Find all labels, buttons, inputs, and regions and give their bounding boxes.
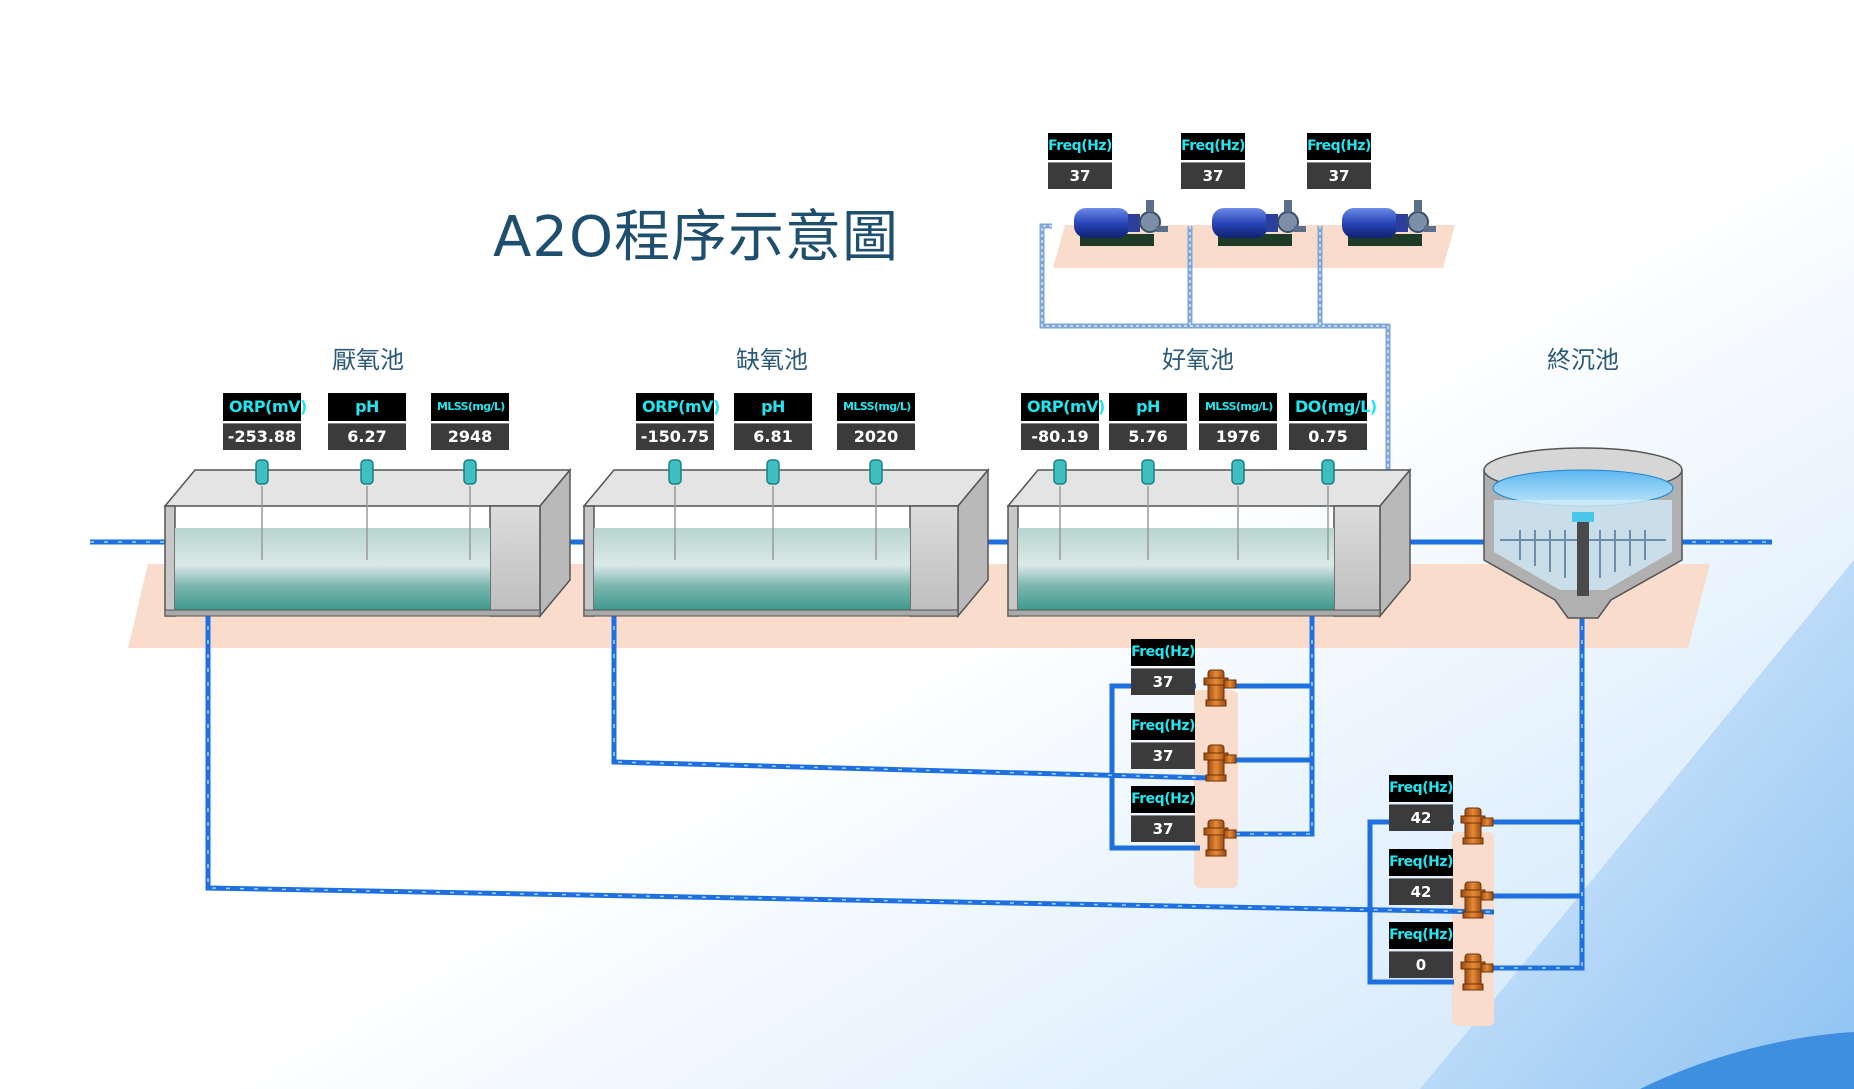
anoxic-tank	[582, 467, 990, 619]
tank-label-anaerobic: 厭氧池	[332, 346, 404, 374]
sludge-pump-platform	[1452, 832, 1494, 1026]
gauge-label: ORP(mV)	[636, 393, 720, 421]
freq-value: 37	[1048, 162, 1112, 189]
tank-label-final-clarifier: 終沉池	[1547, 346, 1619, 374]
anaerobic-mlss-gauge[interactable]: MLSS(mg/L) 2948	[431, 393, 509, 450]
freq-value: 37	[1131, 815, 1195, 842]
gauge-value: 0.75	[1289, 423, 1367, 450]
freq-label: Freq(Hz)	[1307, 133, 1371, 160]
freq-value: 0	[1389, 951, 1453, 978]
internal-recycle-pumps	[1203, 669, 1237, 857]
freq-value: 37	[1131, 742, 1195, 769]
internal-pump-3-freq[interactable]: Freq(Hz) 37	[1131, 786, 1195, 842]
gauge-label: pH	[328, 393, 406, 421]
tank-label-anoxic: 缺氧池	[736, 346, 808, 374]
freq-label: Freq(Hz)	[1389, 922, 1453, 949]
gauge-label: MLSS(mg/L)	[431, 393, 509, 421]
anoxic-ph-gauge[interactable]: pH 6.81	[734, 393, 812, 450]
sludge-pump-3-freq[interactable]: Freq(Hz) 0	[1389, 922, 1453, 978]
page-title: A2O程序示意圖	[493, 205, 900, 270]
gauge-value: 5.76	[1109, 423, 1187, 450]
internal-pump-1-freq[interactable]: Freq(Hz) 37	[1131, 639, 1195, 695]
gauge-label: ORP(mV)	[1021, 393, 1105, 421]
gauge-value: 2020	[837, 423, 915, 450]
aerobic-mlss-gauge[interactable]: MLSS(mg/L) 1976	[1199, 393, 1277, 450]
gauge-value: 6.81	[734, 423, 812, 450]
freq-label: Freq(Hz)	[1131, 639, 1195, 666]
gauge-label: pH	[734, 393, 812, 421]
probes	[261, 486, 1329, 560]
gauge-value: -150.75	[636, 423, 714, 450]
anaerobic-ph-gauge[interactable]: pH 6.27	[328, 393, 406, 450]
blower-motors	[1074, 200, 1436, 246]
aerobic-tank	[1006, 467, 1412, 619]
anaerobic-orp-gauge[interactable]: ORP(mV) -253.88	[223, 393, 307, 450]
blower-3-freq[interactable]: Freq(Hz) 37	[1307, 133, 1371, 189]
freq-value: 42	[1389, 804, 1453, 831]
freq-value: 37	[1181, 162, 1245, 189]
freq-label: Freq(Hz)	[1131, 786, 1195, 813]
gauge-value: 2948	[431, 423, 509, 450]
aerobic-ph-gauge[interactable]: pH 5.76	[1109, 393, 1187, 450]
freq-value: 37	[1131, 668, 1195, 695]
freq-label: Freq(Hz)	[1181, 133, 1245, 160]
gauge-value: 1976	[1199, 423, 1277, 450]
gauge-label: MLSS(mg/L)	[837, 393, 915, 421]
freq-label: Freq(Hz)	[1131, 713, 1195, 740]
aerobic-orp-gauge[interactable]: ORP(mV) -80.19	[1021, 393, 1105, 450]
sludge-pump-1-freq[interactable]: Freq(Hz) 42	[1389, 775, 1453, 831]
aerobic-do-gauge[interactable]: DO(mg/L) 0.75	[1289, 393, 1377, 450]
gauge-value: -80.19	[1021, 423, 1099, 450]
clarifier	[1483, 447, 1683, 619]
tank-label-aerobic: 好氧池	[1162, 346, 1234, 374]
gauge-label: MLSS(mg/L)	[1199, 393, 1277, 421]
gauge-label: DO(mg/L)	[1289, 393, 1377, 421]
freq-label: Freq(Hz)	[1389, 849, 1453, 876]
anoxic-mlss-gauge[interactable]: MLSS(mg/L) 2020	[837, 393, 915, 450]
anoxic-orp-gauge[interactable]: ORP(mV) -150.75	[636, 393, 720, 450]
internal-pump-2-freq[interactable]: Freq(Hz) 37	[1131, 713, 1195, 769]
gauge-label: pH	[1109, 393, 1187, 421]
gauge-label: ORP(mV)	[223, 393, 307, 421]
gauge-value: 6.27	[328, 423, 406, 450]
freq-label: Freq(Hz)	[1048, 133, 1112, 160]
probe-heads	[255, 459, 1335, 485]
sludge-return-pumps	[1460, 807, 1494, 991]
freq-value: 37	[1307, 162, 1371, 189]
freq-label: Freq(Hz)	[1389, 775, 1453, 802]
internal-pump-platform	[1194, 690, 1238, 888]
sludge-pump-2-freq[interactable]: Freq(Hz) 42	[1389, 849, 1453, 905]
gauge-value: -253.88	[223, 423, 301, 450]
blower-2-freq[interactable]: Freq(Hz) 37	[1181, 133, 1245, 189]
blower-1-freq[interactable]: Freq(Hz) 37	[1048, 133, 1112, 189]
freq-value: 42	[1389, 878, 1453, 905]
